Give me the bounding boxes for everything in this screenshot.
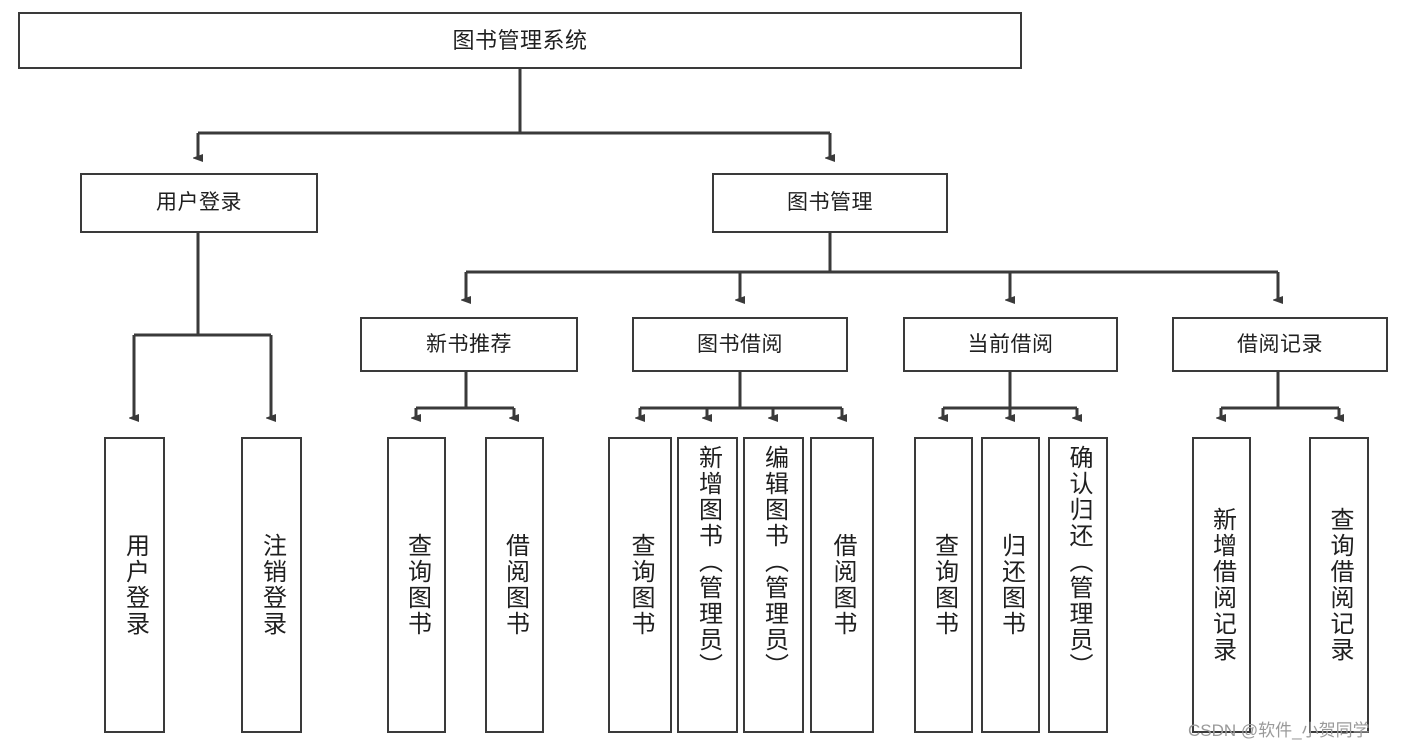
- leaf-user-logout[interactable]: 注销登录: [241, 437, 302, 733]
- leaf-recommend-query-book[interactable]: 查询图书: [387, 437, 446, 733]
- node-label: 用户登录: [156, 191, 242, 215]
- node-label: 查询图书: [930, 533, 958, 637]
- leaf-borrow-borrow-book[interactable]: 借阅图书: [810, 437, 874, 733]
- node-book-borrow[interactable]: 图书借阅: [632, 317, 848, 372]
- node-borrow-record[interactable]: 借阅记录: [1172, 317, 1388, 372]
- node-label: 查询图书: [403, 533, 431, 637]
- leaf-current-confirm-return-admin[interactable]: 确认归还（管理员）: [1048, 437, 1108, 733]
- node-label: 注销登录: [258, 533, 286, 637]
- node-book-management[interactable]: 图书管理: [712, 173, 948, 233]
- node-label: 查询图书: [627, 533, 654, 637]
- node-label: 当前借阅: [967, 332, 1054, 356]
- node-label: 图书借阅: [697, 332, 783, 356]
- node-label: 查询借阅记录: [1326, 507, 1353, 663]
- node-label: 编辑图书（管理员）: [760, 445, 788, 679]
- node-label: 借阅记录: [1237, 332, 1323, 356]
- leaf-current-query-book[interactable]: 查询图书: [914, 437, 973, 733]
- node-label: 用户登录: [121, 533, 149, 637]
- leaf-borrow-add-book-admin[interactable]: 新增图书（管理员）: [677, 437, 738, 733]
- node-label: 新增图书（管理员）: [694, 445, 722, 679]
- node-label: 借阅图书: [501, 533, 529, 637]
- node-label: 归还图书: [997, 533, 1025, 637]
- leaf-user-login[interactable]: 用户登录: [104, 437, 165, 733]
- watermark-text: CSDN @软件_小贺同学: [1188, 721, 1370, 740]
- leaf-record-add-borrow-record[interactable]: 新增借阅记录: [1192, 437, 1251, 733]
- node-label: 新书推荐: [426, 332, 512, 356]
- node-label: 新增借阅记录: [1208, 507, 1236, 663]
- node-label: 借阅图书: [829, 533, 856, 637]
- node-label: 图书管理: [787, 191, 873, 215]
- node-current-borrow[interactable]: 当前借阅: [903, 317, 1118, 372]
- leaf-recommend-borrow-book[interactable]: 借阅图书: [485, 437, 544, 733]
- leaf-borrow-edit-book-admin[interactable]: 编辑图书（管理员）: [743, 437, 804, 733]
- node-root-system[interactable]: 图书管理系统: [18, 12, 1022, 69]
- node-label: 确认归还（管理员）: [1065, 445, 1092, 679]
- leaf-current-return-book[interactable]: 归还图书: [981, 437, 1040, 733]
- leaf-record-query-borrow-record[interactable]: 查询借阅记录: [1309, 437, 1369, 733]
- leaf-borrow-query-book[interactable]: 查询图书: [608, 437, 672, 733]
- node-label: 图书管理系统: [452, 27, 588, 53]
- node-new-book-recommend[interactable]: 新书推荐: [360, 317, 578, 372]
- node-user-login[interactable]: 用户登录: [80, 173, 318, 233]
